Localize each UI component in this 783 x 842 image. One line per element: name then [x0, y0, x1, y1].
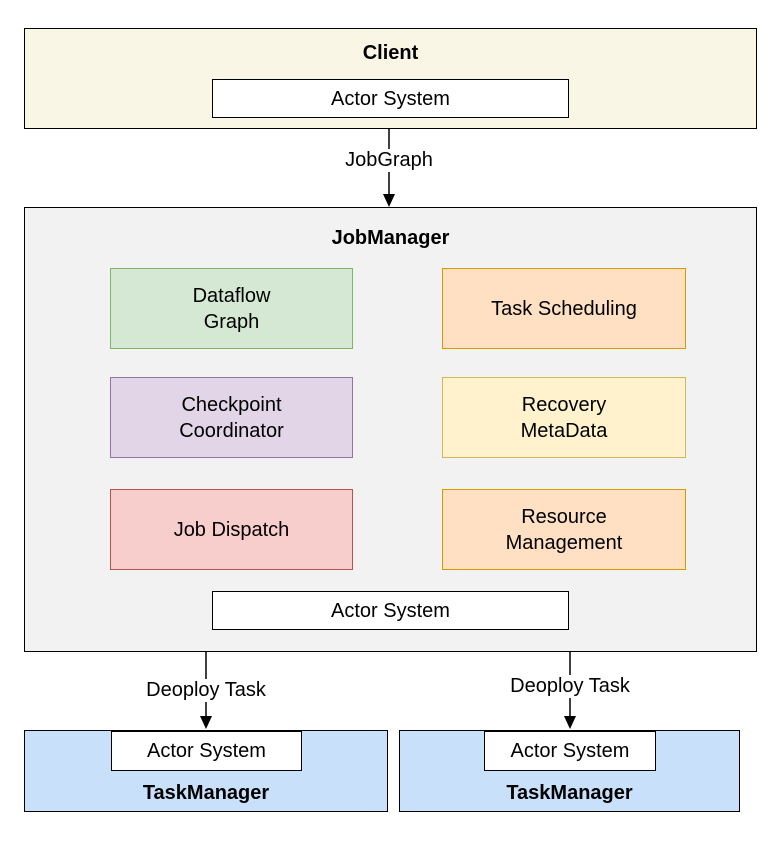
task-scheduling-box: Task Scheduling	[442, 268, 686, 349]
taskmanager-left-title: TaskManager	[142, 782, 270, 804]
recovery-metadata-box: Recovery MetaData	[442, 377, 686, 458]
taskmanager-right-actor-system: Actor System	[484, 731, 656, 771]
dataflow-graph-box: Dataflow Graph	[110, 268, 353, 349]
taskmanager-right-title: TaskManager	[506, 782, 633, 804]
resource-management-box: Resource Management	[442, 489, 686, 570]
taskmanager-right-container	[399, 730, 740, 812]
client-title: Client	[362, 42, 419, 64]
jobmanager-actor-system: Actor System	[212, 591, 569, 630]
edge-label-jobgraph: JobGraph	[341, 149, 437, 172]
checkpoint-coordinator-box: Checkpoint Coordinator	[110, 377, 353, 458]
edge-label-deploy-task-right: Deoploy Task	[506, 675, 634, 698]
edge-label-deploy-task-left: Deoploy Task	[142, 679, 270, 702]
job-dispatch-box: Job Dispatch	[110, 489, 353, 570]
taskmanager-left-actor-system: Actor System	[111, 731, 302, 771]
client-actor-system: Actor System	[212, 79, 569, 118]
jobmanager-title: JobManager	[331, 227, 450, 249]
